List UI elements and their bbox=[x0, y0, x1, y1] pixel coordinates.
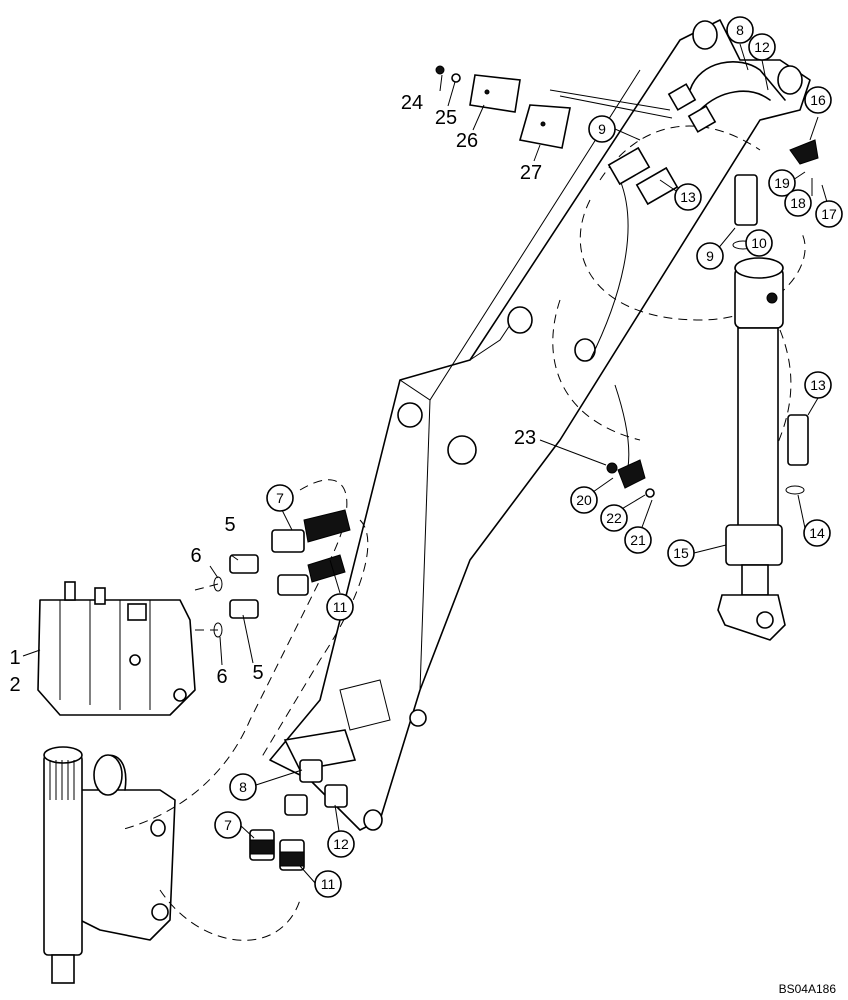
svg-text:20: 20 bbox=[576, 492, 592, 508]
label-26: 26 bbox=[456, 130, 478, 152]
svg-text:19: 19 bbox=[774, 175, 790, 191]
label-25: 25 bbox=[435, 107, 457, 129]
callout-9-top: 9 bbox=[588, 115, 616, 143]
svg-text:22: 22 bbox=[606, 510, 622, 526]
svg-text:7: 7 bbox=[224, 817, 232, 833]
callout-21: 21 bbox=[624, 526, 652, 554]
svg-text:16: 16 bbox=[810, 92, 826, 108]
leader-lines bbox=[22, 43, 831, 885]
hydraulic-cylinder bbox=[717, 257, 786, 641]
boom-arm bbox=[269, 19, 811, 831]
callout-22: 22 bbox=[600, 504, 628, 532]
label-5-lower: 5 bbox=[252, 662, 263, 684]
svg-text:7: 7 bbox=[276, 490, 284, 506]
label-27: 27 bbox=[520, 162, 542, 184]
callout-20: 20 bbox=[570, 486, 598, 514]
svg-text:13: 13 bbox=[810, 377, 826, 393]
svg-text:17: 17 bbox=[821, 206, 837, 222]
label-1: 1 bbox=[9, 647, 20, 669]
callout-7-upper: 7 bbox=[266, 484, 294, 512]
callout-11-lower: 11 bbox=[314, 870, 342, 898]
svg-text:15: 15 bbox=[673, 545, 689, 561]
label-6-upper: 6 bbox=[190, 545, 201, 567]
drawing-code: BS04A186 bbox=[778, 982, 836, 996]
svg-text:11: 11 bbox=[321, 876, 336, 892]
svg-text:14: 14 bbox=[809, 525, 825, 541]
callout-16: 16 bbox=[804, 86, 832, 114]
swing-frame bbox=[43, 746, 176, 984]
svg-text:12: 12 bbox=[333, 836, 349, 852]
label-6-lower: 6 bbox=[216, 666, 227, 688]
label-5-upper: 5 bbox=[224, 514, 235, 536]
lower-left-fittings bbox=[194, 509, 351, 638]
label-23: 23 bbox=[514, 427, 536, 449]
callout-10: 10 bbox=[745, 229, 773, 257]
callout-13-top: 13 bbox=[674, 183, 702, 211]
svg-text:9: 9 bbox=[598, 121, 606, 137]
callout-18: 18 bbox=[784, 189, 812, 217]
callout-19: 19 bbox=[768, 169, 796, 197]
callout-9-right: 9 bbox=[696, 242, 724, 270]
svg-text:18: 18 bbox=[790, 195, 806, 211]
svg-text:11: 11 bbox=[333, 599, 348, 615]
control-valve bbox=[37, 581, 196, 716]
label-2: 2 bbox=[9, 674, 20, 696]
callout-15: 15 bbox=[667, 539, 695, 567]
lower-center-fittings bbox=[249, 729, 357, 871]
phantom-outlines bbox=[119, 125, 806, 941]
callout-14: 14 bbox=[803, 519, 831, 547]
callout-8-top: 8 bbox=[726, 16, 754, 44]
upper-hoses bbox=[549, 61, 786, 206]
callout-17: 17 bbox=[815, 200, 843, 228]
svg-text:8: 8 bbox=[736, 22, 744, 38]
svg-text:13: 13 bbox=[680, 189, 696, 205]
svg-text:8: 8 bbox=[239, 779, 247, 795]
upper-right-fittings bbox=[732, 139, 819, 495]
svg-text:12: 12 bbox=[754, 39, 770, 55]
svg-text:21: 21 bbox=[630, 532, 646, 548]
callout-11-upper: 11 bbox=[326, 593, 354, 621]
svg-text:10: 10 bbox=[751, 235, 767, 251]
callout-12-top: 12 bbox=[748, 33, 776, 61]
label-24: 24 bbox=[401, 92, 423, 114]
callout-7-lower: 7 bbox=[214, 811, 242, 839]
callout-12-lower: 12 bbox=[327, 830, 355, 858]
callout-13-right: 13 bbox=[804, 371, 832, 399]
svg-text:9: 9 bbox=[706, 248, 714, 264]
bracket-plates bbox=[435, 65, 571, 149]
callout-8-lower: 8 bbox=[229, 773, 257, 801]
hose-clamp bbox=[606, 384, 655, 498]
